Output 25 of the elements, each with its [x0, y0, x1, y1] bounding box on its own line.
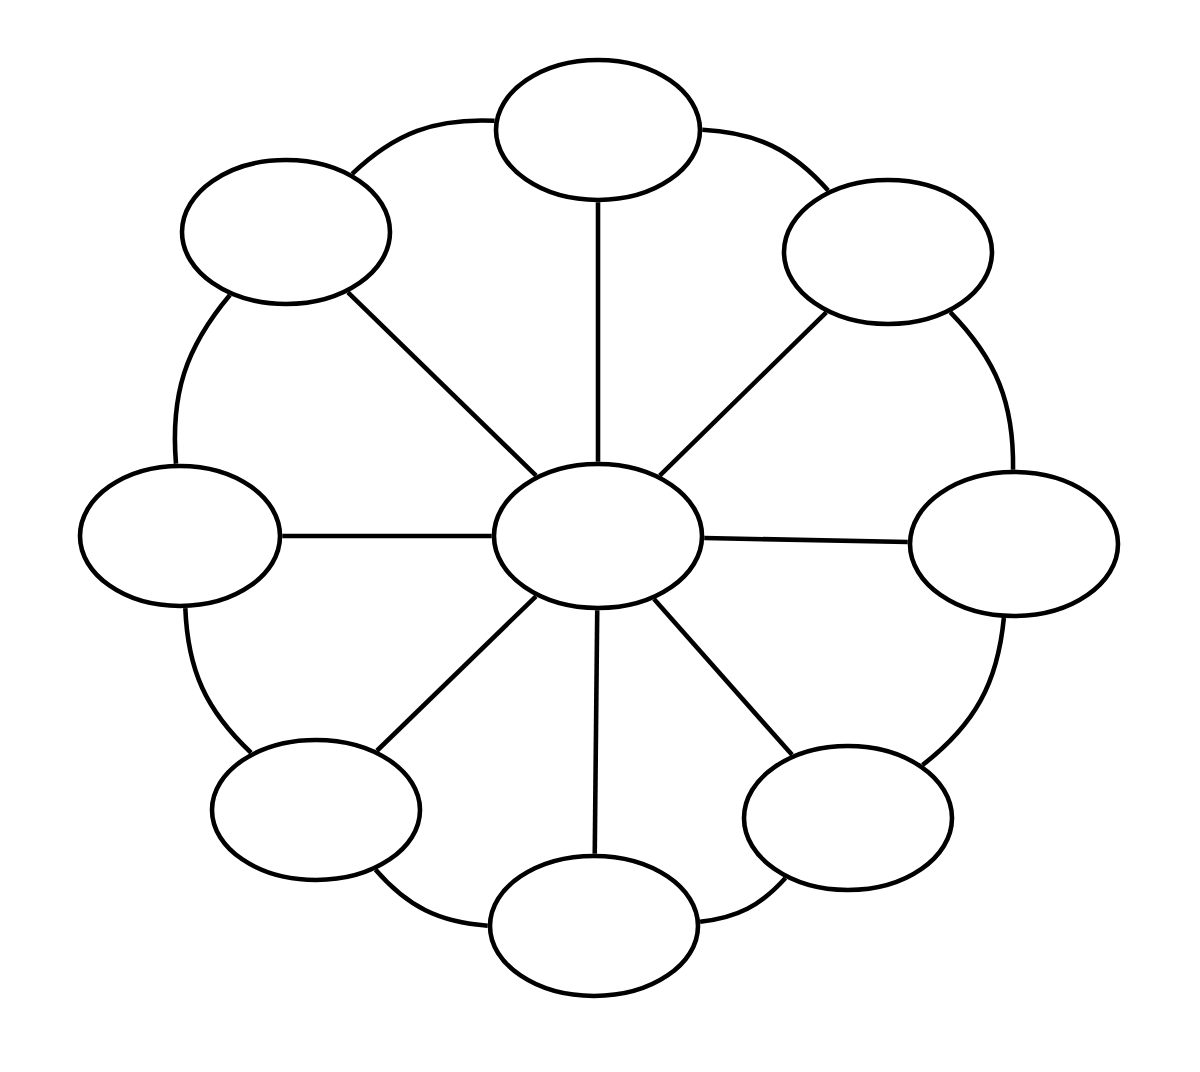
spoke-line — [704, 535, 908, 545]
ring-arc — [183, 608, 253, 755]
spoke-line — [595, 202, 601, 462]
spoke-line — [592, 610, 600, 854]
spoke-line — [652, 597, 794, 757]
ellipse-node — [209, 737, 423, 883]
ring-arc — [702, 127, 830, 193]
spoke-line — [375, 594, 538, 753]
ring-arc — [699, 876, 788, 925]
ring-arc — [350, 118, 495, 176]
spoke-line — [658, 310, 828, 478]
spoke-line — [346, 290, 538, 478]
ellipse-node — [493, 57, 703, 203]
ellipse-node — [781, 177, 995, 327]
ring-arc — [948, 310, 1016, 470]
ellipse-node — [491, 461, 705, 611]
ellipse-node — [179, 157, 393, 307]
spoke-line — [282, 533, 492, 539]
ring-arc — [373, 868, 488, 928]
ring-arc — [921, 617, 1007, 767]
ellipse-node — [741, 743, 955, 893]
ellipse-node — [487, 853, 701, 999]
ring-arc — [172, 293, 232, 464]
ellipse-node — [77, 463, 283, 609]
ellipse-node — [907, 469, 1121, 619]
